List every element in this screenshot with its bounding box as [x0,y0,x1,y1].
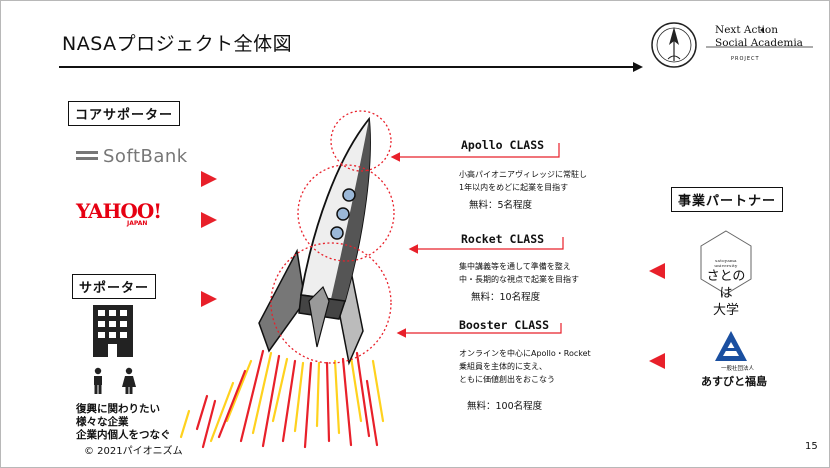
class-rocket-fee: 無料：10名程度 [471,292,541,303]
class-booster-fee: 無料：100名程度 [467,401,543,412]
class-desc-line: オンラインを中心にApollo・Rocket [459,349,591,358]
logo-line-2: Social Academia [715,37,803,49]
partners-label: 事業パートナー [671,187,784,212]
arrow-right-icon [201,212,217,228]
man-icon [94,367,102,394]
title-arrow-head [633,62,643,72]
arrow-left-icon [649,263,665,279]
class-desc-line: 集中講義等を通して準備を整え [459,262,571,271]
logo-text: Next Action Social Academia [715,24,803,50]
partner-satoyama-name-top: さとのは [706,269,746,301]
class-apollo-desc: 小高パイオニアヴィレッジに常駐し 1年以内をめどに起業を目指す [459,168,587,194]
class-apollo-fee: 無料：5名程度 [469,200,533,211]
partner-satoyama: satoyama university さとのは 大学 [704,258,748,319]
woman-icon [122,367,136,394]
flame-dashes [179,349,385,449]
building-icon [93,305,133,357]
supporters-line: 復興に関わりたい [76,403,160,415]
softbank-logo-icon [76,151,98,160]
class-connectors [390,143,564,338]
class-booster-desc: オンラインを中心にApollo・Rocket 乗組員を主体的に支え、 ともに価値… [459,347,591,386]
page-title: NASAプロジェクト全体図 [62,33,293,55]
rocket-icon [258,116,371,366]
asubito-logo-icon [715,331,747,361]
partner-asubito-name: あすびと福島 [701,375,767,388]
sponsor-yahoo: YAHOO! [76,199,162,223]
partner-satoyama-small: satoyama university [714,258,738,268]
supporters-label: サポーター [72,274,157,299]
class-desc-line: 1年以内をめどに起業を目指す [459,183,569,192]
satoyama-hexagon-icon [700,230,752,295]
class-rocket-title: Rocket CLASS [461,232,545,246]
core-supporters-label: コアサポーター [68,101,181,126]
sponsor-yahoo-japan: JAPAN [127,220,148,227]
partner-satoyama-name-bottom: 大学 [712,303,739,318]
class-booster-title: Booster CLASS [459,318,550,332]
stage-circles [270,110,395,364]
arrow-right-icon [201,291,217,307]
copyright: © 2021パイオニズム [84,446,183,457]
partner-asubito-small: 一般社団法人 [721,366,755,372]
class-desc-line: 中・長期的な視点で起業を目指す [459,275,579,284]
arrow-left-icon [649,353,665,369]
supporters-line: 企業内個人をつなぐ [76,429,171,441]
logo-line-1: Next Action [715,24,779,36]
class-desc-line: 乗組員を主体的に支え、 [459,362,547,371]
class-desc-line: 小高パイオニアヴィレッジに常駐し [459,170,587,179]
arrow-right-icon [201,171,217,187]
class-apollo-title: Apollo CLASS [461,138,545,152]
page-number: 15 [805,441,818,452]
class-desc-line: ともに価値創出をおこなう [459,375,555,384]
supporters-line: 様々な企業 [76,416,129,428]
logo-line-3: PROJECT [731,56,760,62]
sponsor-softbank: SoftBank [103,146,188,167]
supporters-text: 復興に関わりたい 様々な企業 企業内個人をつなぐ [76,403,171,442]
class-rocket-desc: 集中講義等を通して準備を整え 中・長期的な視点で起業を目指す [459,260,579,286]
